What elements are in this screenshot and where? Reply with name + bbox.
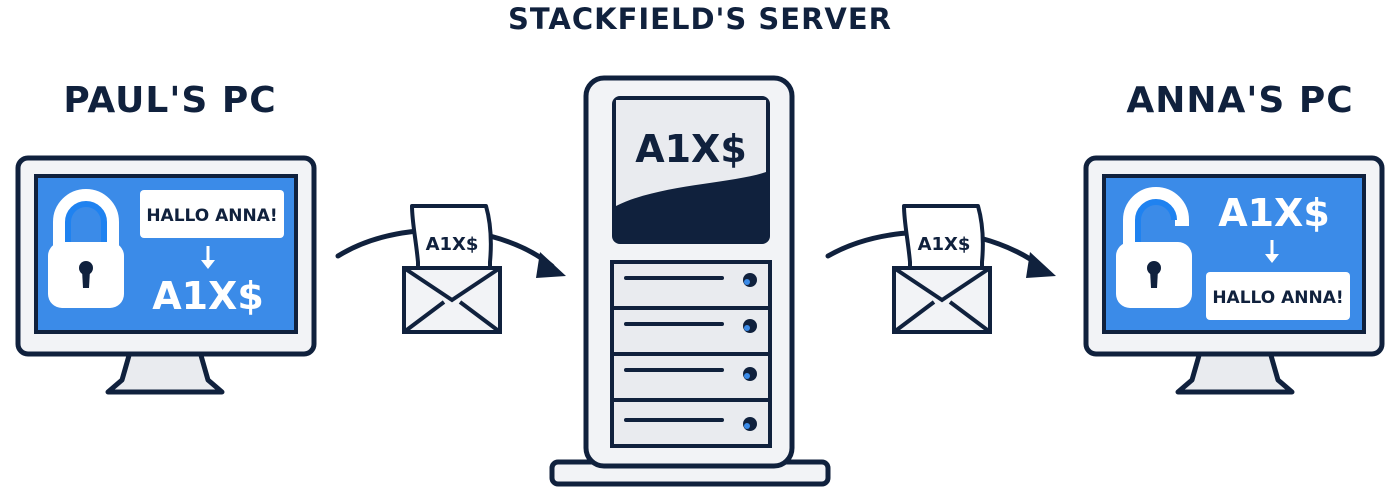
server-title: STACKFIELD'S SERVER xyxy=(507,2,893,36)
anna-message-text: HALLO ANNA! xyxy=(1212,288,1343,308)
paul-message-box: HALLO ANNA! xyxy=(140,190,284,238)
anna-encrypted-text: A1X$ xyxy=(1218,191,1330,235)
envelope-right: A1X$ xyxy=(892,204,992,334)
paul-pc-title: PAUL'S PC xyxy=(63,80,277,121)
envelope-right-letter: A1X$ xyxy=(918,234,971,255)
server-stored-text: A1X$ xyxy=(635,127,747,171)
anna-pc-title: ANNA'S PC xyxy=(1126,80,1354,121)
padlock-open-icon xyxy=(1116,187,1192,308)
anna-message-box: HALLO ANNA! xyxy=(1206,272,1350,320)
server-tower xyxy=(549,75,831,487)
envelope-left: A1X$ xyxy=(402,204,502,334)
paul-message-text: HALLO ANNA! xyxy=(146,206,277,226)
arrow-down-icon xyxy=(201,246,215,269)
arrow-down-icon xyxy=(1265,240,1279,263)
padlock-closed-icon xyxy=(48,189,124,308)
envelope-left-letter: A1X$ xyxy=(426,234,479,255)
paul-encrypted-text: A1X$ xyxy=(152,274,264,318)
server-drive-bays xyxy=(610,260,772,448)
